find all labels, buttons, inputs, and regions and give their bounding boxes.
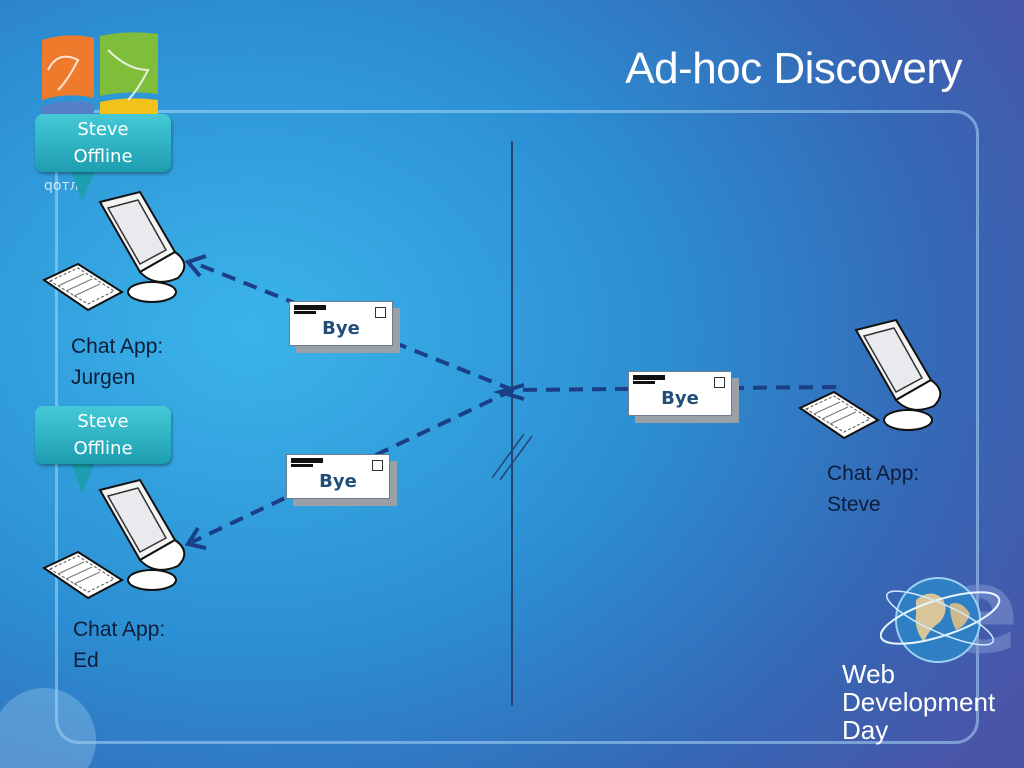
node-label-ed: Chat App: Ed	[73, 618, 166, 672]
status-bubble-bottom: Steve Offline	[35, 406, 171, 464]
bubble-bottom-line1: Steve	[77, 411, 129, 432]
brand-line3: Day	[842, 715, 889, 745]
computer-ed-icon	[43, 479, 186, 599]
envelope-address-bar	[291, 464, 313, 467]
bye-label-right: Bye	[661, 388, 699, 409]
bye-envelope-bottom: Bye	[286, 454, 390, 499]
bubble-tail-bottom	[70, 460, 96, 494]
arrowhead-ed-icon	[184, 526, 207, 550]
node-label-jurgen: Chat App: Jurgen	[71, 335, 164, 389]
stamp-icon	[372, 460, 383, 471]
bye-path-ed	[191, 388, 514, 544]
network-divider	[511, 141, 513, 706]
slide-title: Ad-hoc Discovery	[625, 44, 962, 93]
bye-envelope-right: Bye	[628, 371, 732, 416]
bubble-tail-top	[70, 168, 96, 202]
decorative-circle	[0, 688, 96, 768]
bubble-bottom-line2: Offline	[73, 438, 133, 459]
arrowhead-center-icon	[492, 383, 525, 401]
arrowhead-jurgen-icon	[184, 254, 207, 278]
computer-jurgen-icon	[43, 191, 186, 311]
bubble-top-line2: Offline	[73, 146, 133, 167]
bye-label-bottom: Bye	[319, 471, 357, 492]
envelope-address-bar	[633, 375, 665, 380]
envelope-address-bar	[294, 305, 326, 310]
status-bubble-top: Steve Offline	[35, 114, 171, 172]
brand-line2: Development	[842, 687, 996, 717]
divider-break-icon	[491, 433, 533, 481]
envelope-address-bar	[291, 458, 323, 463]
svg-text:qoтл: qoтл	[44, 178, 79, 194]
bubble-top-line1: Steve	[77, 119, 129, 140]
bye-label-top: Bye	[322, 318, 360, 339]
web-development-day-logo: Web Development Day	[842, 660, 995, 744]
stamp-icon	[375, 307, 386, 318]
globe-logo-icon: e	[880, 560, 1019, 670]
bye-envelope-top: Bye	[289, 301, 393, 346]
stamp-icon	[714, 377, 725, 388]
computer-steve-icon	[799, 319, 942, 439]
node-label-steve: Chat App: Steve	[827, 462, 920, 516]
envelope-address-bar	[294, 311, 316, 314]
brand-line1: Web	[842, 659, 895, 689]
envelope-address-bar	[633, 381, 655, 384]
